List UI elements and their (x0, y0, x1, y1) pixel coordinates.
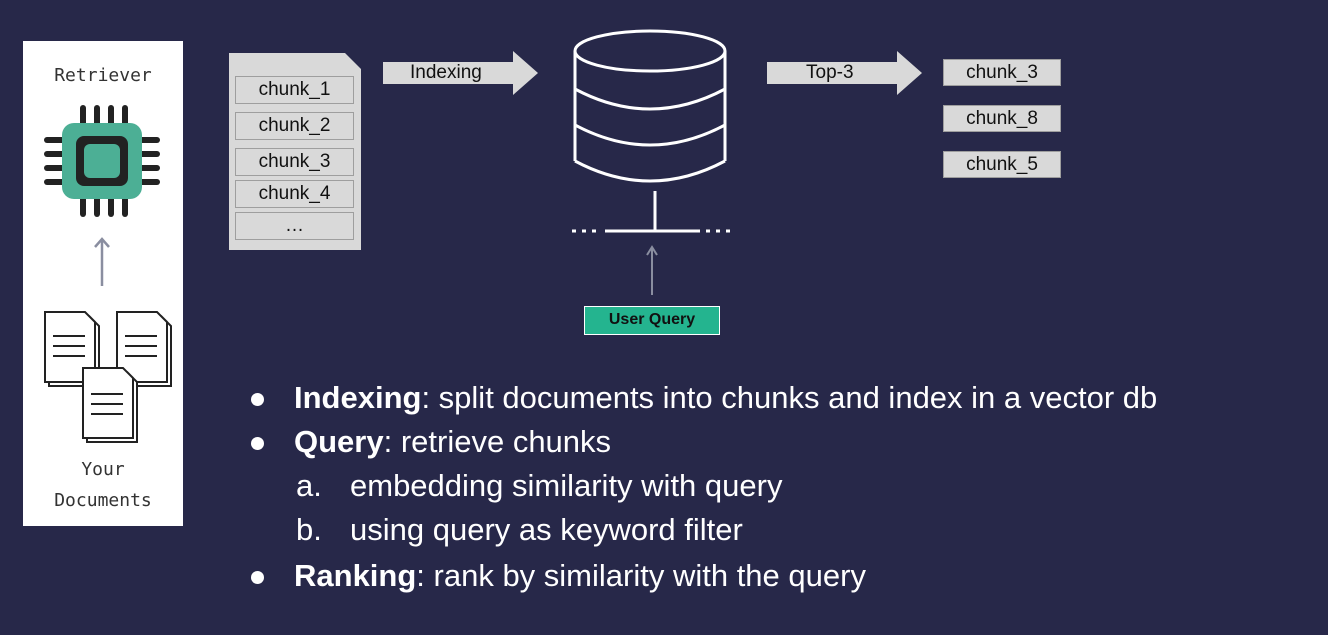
right-arrow-icon (383, 51, 538, 95)
chunked-document: chunk_1 chunk_2 chunk_3 chunk_4 … (229, 53, 361, 250)
bullet-text: : split documents into chunks and index … (421, 380, 1158, 415)
top3-arrow (767, 51, 922, 95)
documents-label: Documents (54, 490, 152, 511)
result-chunk: chunk_8 (943, 105, 1061, 132)
bullet-query: Query: retrieve chunks (294, 424, 611, 460)
up-arrow-icon (94, 237, 110, 286)
sub-a-text: embedding similarity with query (350, 468, 783, 503)
chunk-cell: chunk_4 (235, 180, 354, 208)
bullet-dot (251, 393, 264, 406)
top3-label: Top-3 (806, 62, 854, 83)
result-chunk: chunk_5 (943, 151, 1061, 178)
your-label: Your (81, 459, 125, 480)
bullet-indexing: Indexing: split documents into chunks an… (294, 380, 1157, 416)
documents-icon (44, 311, 172, 443)
database-icon (572, 29, 730, 295)
bullet-term: Ranking (294, 558, 417, 593)
retriever-label: Retriever (54, 65, 152, 86)
chunk-cell: chunk_3 (235, 148, 354, 176)
indexing-arrow (383, 51, 538, 95)
bullet-term: Query (294, 424, 384, 459)
chunk-cell: chunk_1 (235, 76, 354, 104)
bullet-dot (251, 437, 264, 450)
sub-b-marker: b. (296, 512, 322, 547)
query-up-arrow (646, 245, 658, 295)
bullet-ranking: Ranking: rank by similarity with the que… (294, 558, 866, 594)
bullet-text: : retrieve chunks (383, 424, 612, 459)
right-arrow-icon (767, 51, 922, 95)
indexing-label: Indexing (410, 62, 482, 83)
user-query-box: User Query (584, 306, 720, 335)
chunk-cell: chunk_2 (235, 112, 354, 140)
chunk-cell-ellipsis: … (235, 212, 354, 240)
bullet-text: : rank by similarity with the query (416, 558, 866, 593)
cpu-chip-icon (44, 105, 160, 217)
sub-a-marker: a. (296, 468, 322, 503)
sub-b-text: using query as keyword filter (350, 512, 743, 547)
retriever-panel: Retriever (23, 41, 183, 526)
bullet-dot (251, 571, 264, 584)
result-chunk: chunk_3 (943, 59, 1061, 86)
bullet-term: Indexing (294, 380, 422, 415)
